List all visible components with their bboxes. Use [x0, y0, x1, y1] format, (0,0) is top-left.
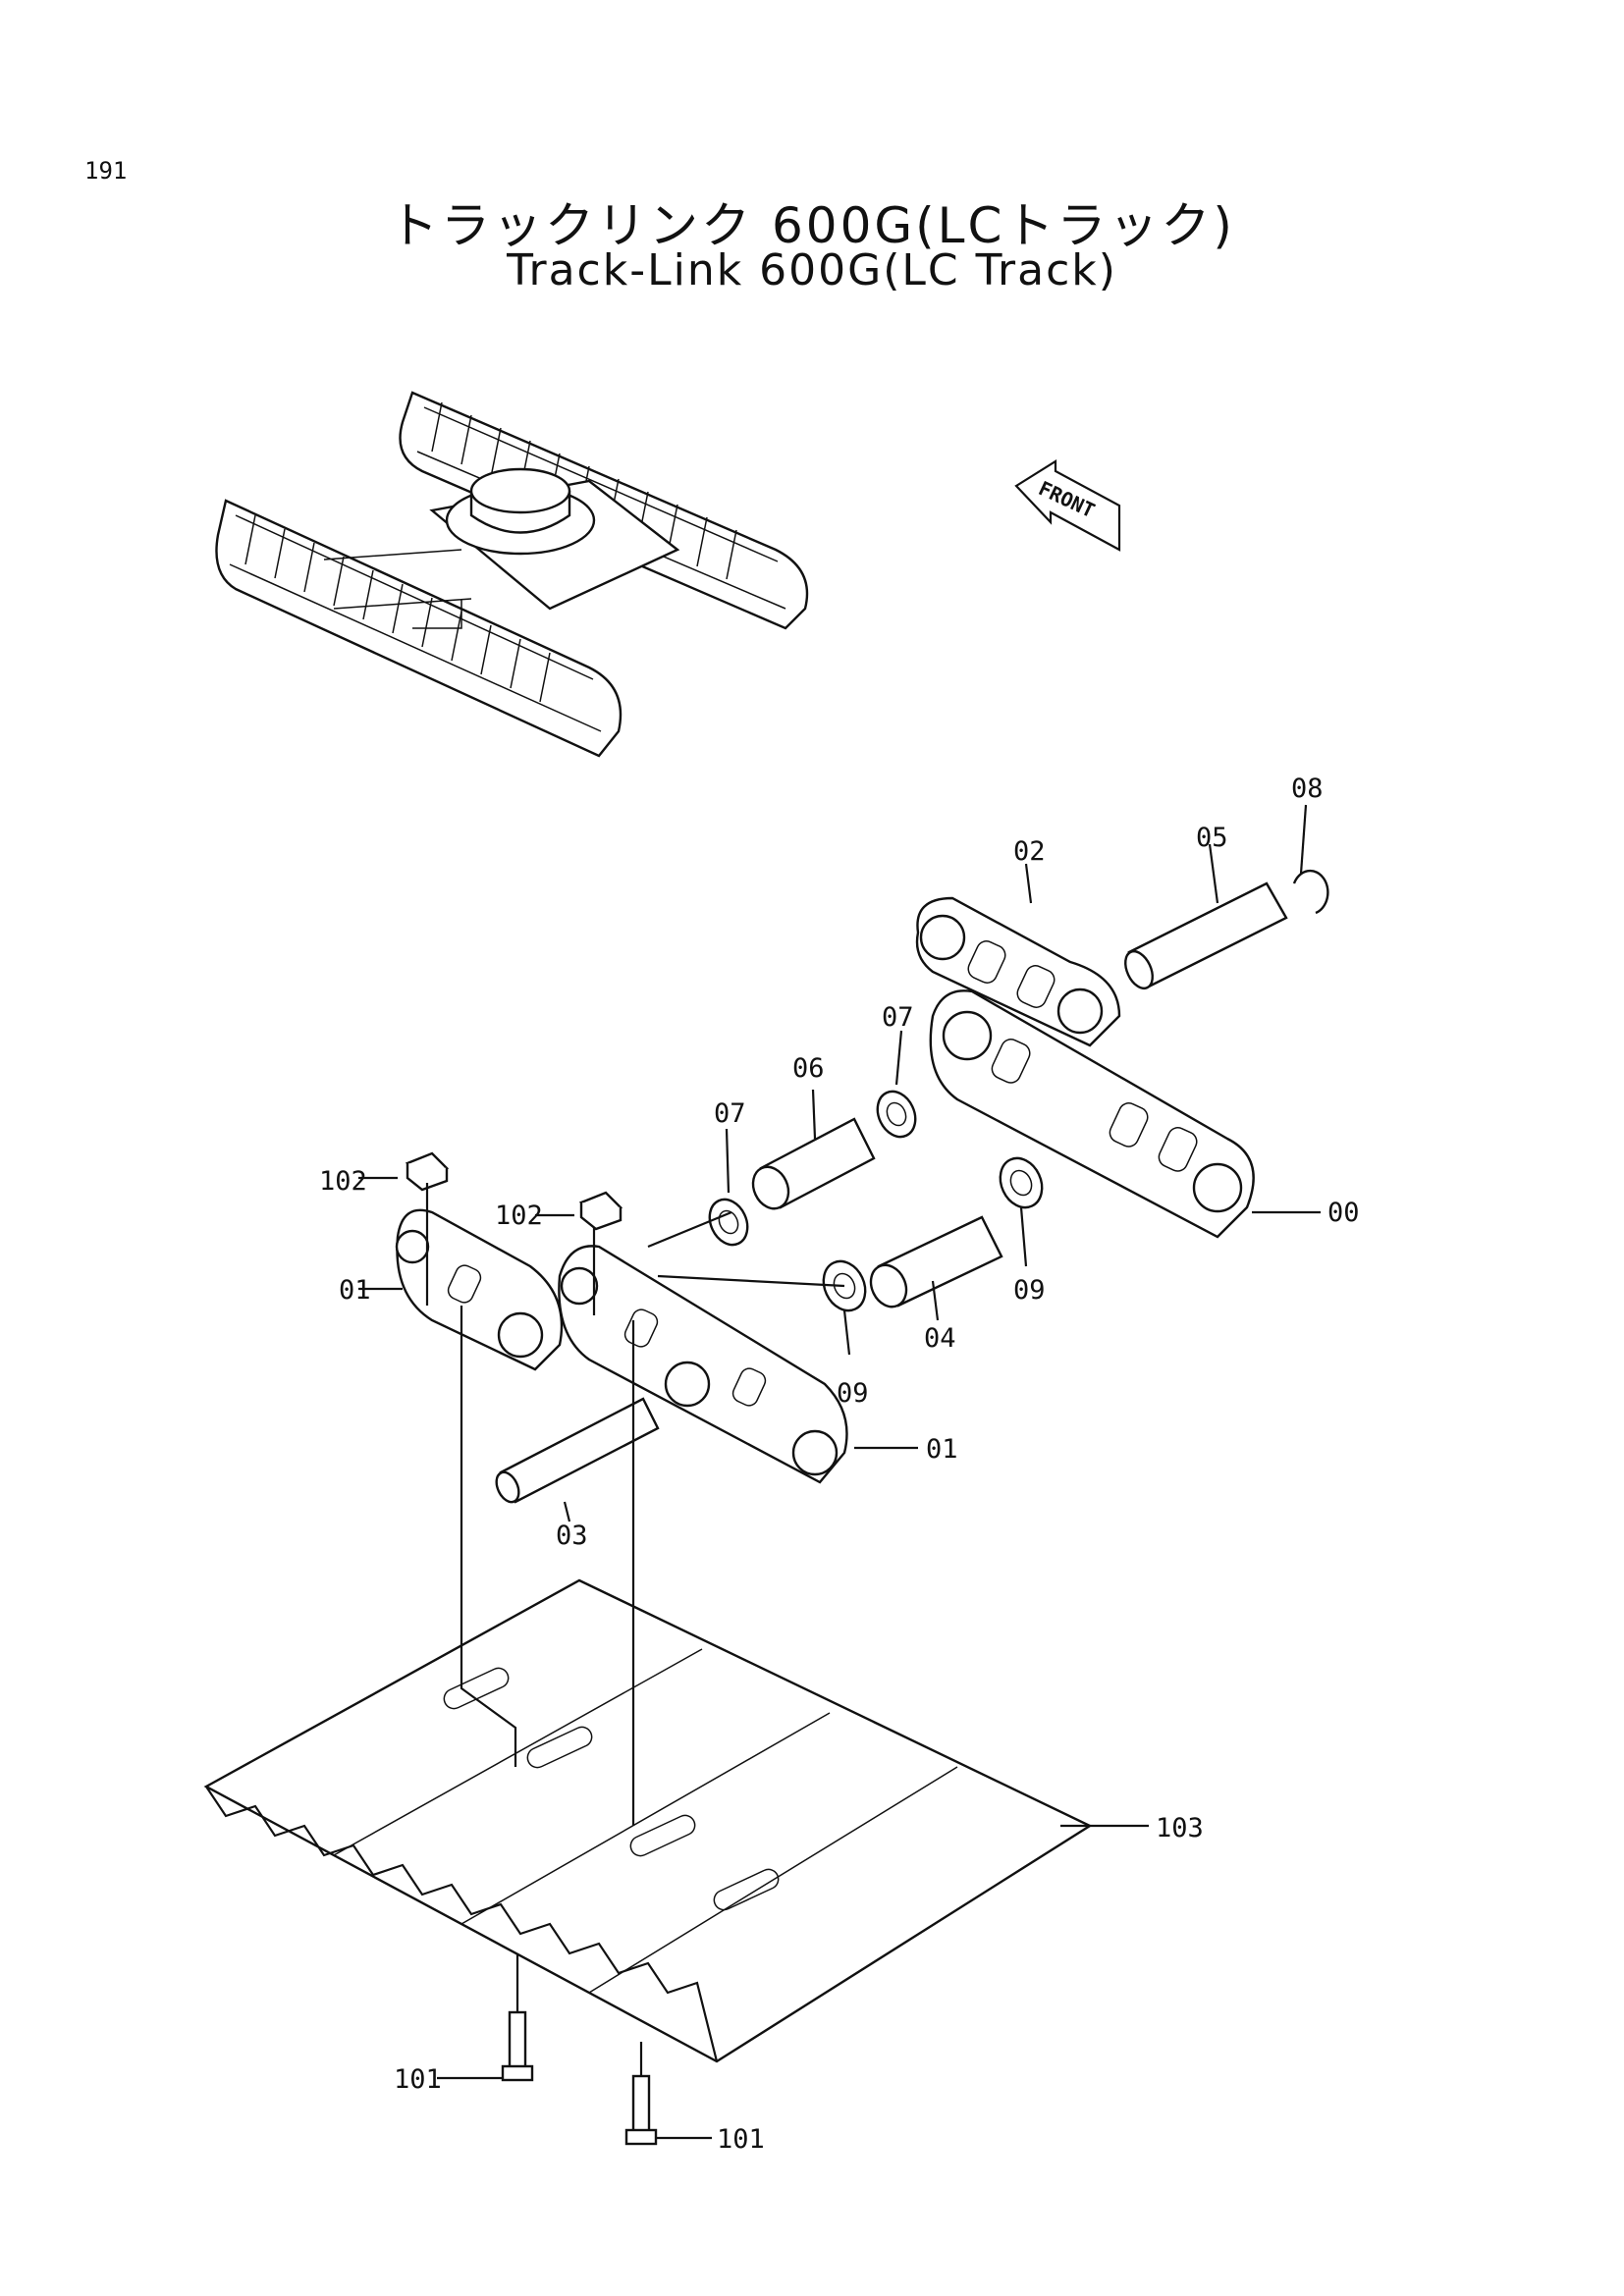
label-101-right: 101	[717, 2124, 765, 2155]
track-link-00	[929, 989, 1255, 1239]
undercarriage-overview-illustration	[215, 391, 809, 758]
track-shoe-103	[203, 1578, 1093, 2063]
label-102-right: 102	[495, 1201, 543, 1231]
pin-05	[1124, 881, 1288, 990]
label-00: 00	[1327, 1198, 1360, 1228]
label-03: 03	[556, 1521, 588, 1551]
label-09-right: 09	[1013, 1275, 1046, 1306]
track-link-01-right	[558, 1245, 848, 1484]
bolt-101-right	[624, 2074, 658, 2146]
seal-07-upper	[876, 1090, 917, 1139]
label-05: 05	[1196, 823, 1228, 853]
leader-lines	[358, 804, 1321, 2140]
bolt-101-left	[501, 2010, 534, 2082]
nut-102-left	[405, 1151, 450, 1192]
label-102-left: 102	[319, 1166, 367, 1197]
bushing-06	[751, 1117, 876, 1210]
seal-09-right	[999, 1156, 1044, 1209]
page-title-english: Track-Link 600G(LC Track)	[507, 245, 1117, 295]
track-link-02	[915, 896, 1121, 1047]
track-link-01-left	[395, 1208, 564, 1371]
label-07-upper: 07	[882, 1002, 914, 1033]
part-labels: 08 05 02 07 06 07 00 09 04 09 01 03 102 …	[319, 774, 1360, 2155]
seal-07-lower	[708, 1198, 749, 1247]
page-title-japanese: トラックリンク 600G(LCトラック)	[389, 197, 1235, 254]
label-101-left: 101	[394, 2064, 442, 2095]
snap-ring-08	[1292, 869, 1329, 915]
label-02: 02	[1013, 836, 1046, 867]
nut-102-right	[578, 1191, 623, 1231]
label-01-right: 01	[926, 1434, 958, 1465]
label-103: 103	[1156, 1813, 1204, 1843]
pin-03	[495, 1397, 660, 1504]
front-direction-arrow: FRONT	[1014, 459, 1121, 552]
label-07-lower: 07	[714, 1098, 746, 1129]
bushing-04	[869, 1215, 1003, 1308]
label-01-left: 01	[339, 1275, 371, 1306]
page-number: 191	[84, 157, 128, 185]
label-09-left: 09	[837, 1378, 869, 1409]
label-04: 04	[924, 1323, 956, 1354]
label-08: 08	[1291, 774, 1324, 804]
label-06: 06	[792, 1053, 825, 1084]
